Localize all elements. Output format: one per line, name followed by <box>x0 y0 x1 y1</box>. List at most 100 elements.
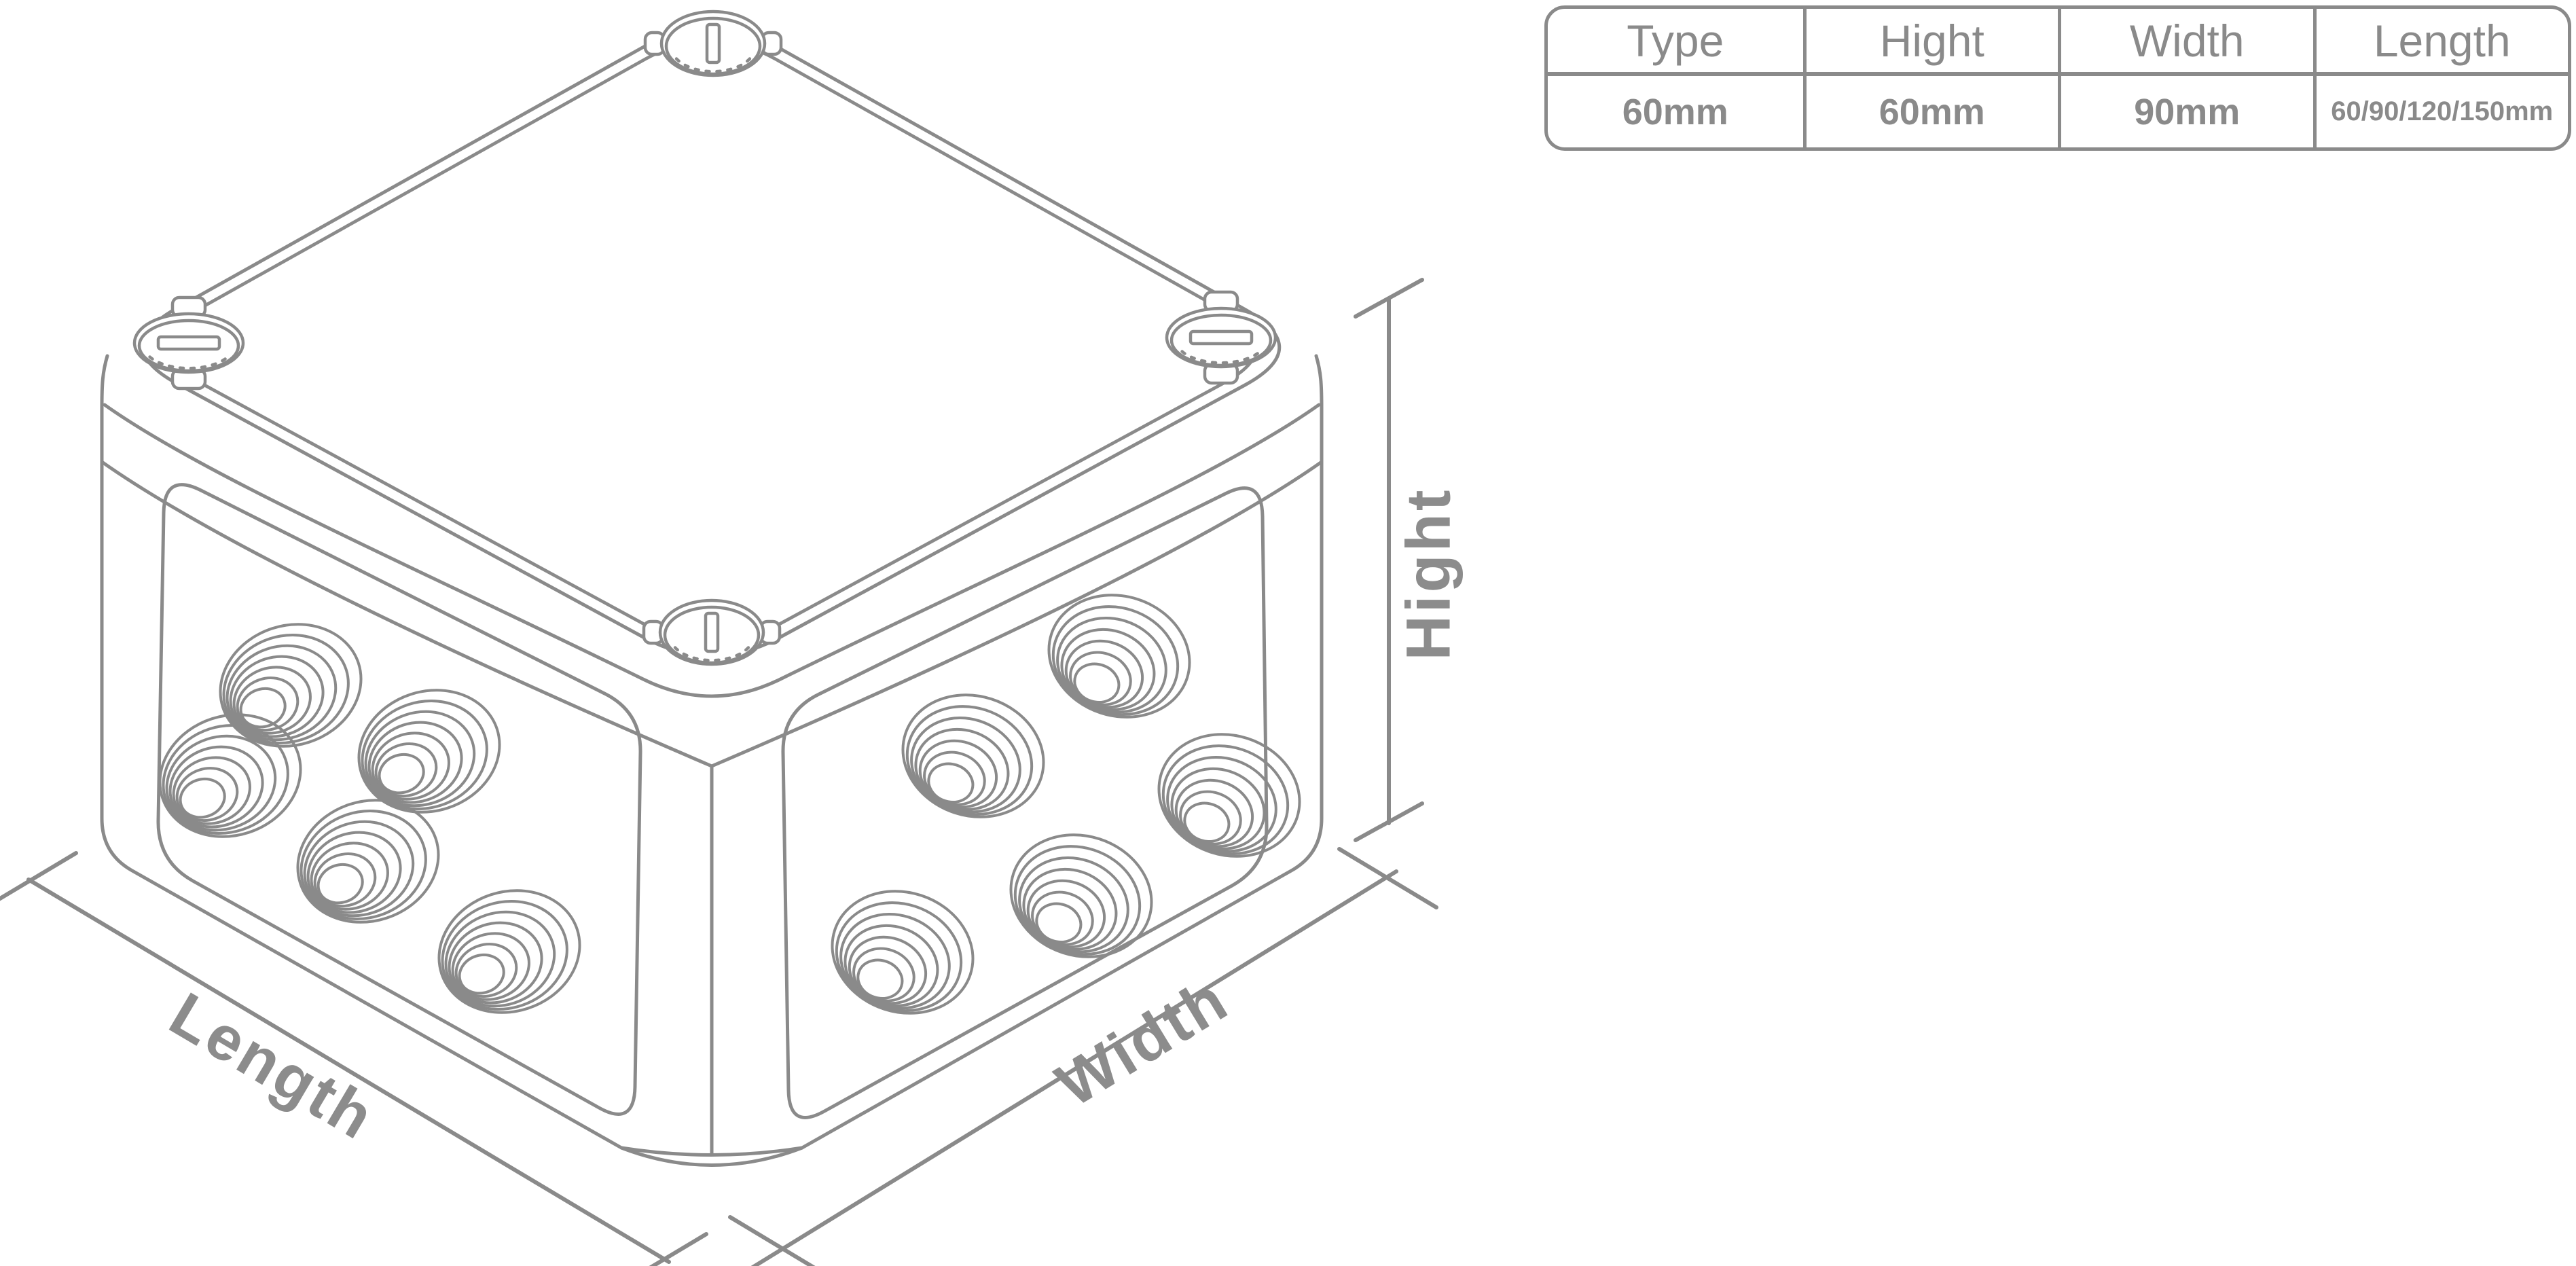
grommet-ring <box>158 713 302 838</box>
grommet-ring <box>1064 639 1144 709</box>
grommet-ring <box>1157 733 1301 858</box>
grommet-ring <box>444 910 556 1008</box>
height-dimension-tick-bottom <box>1354 801 1424 842</box>
grommet-ring <box>162 724 289 835</box>
screw-head-inner <box>663 605 761 665</box>
screw-slot <box>704 611 720 653</box>
screw-head-inner <box>1169 313 1273 367</box>
grommet-ring <box>378 753 425 795</box>
grommet-ring <box>1031 890 1094 946</box>
width-dimension-tick-start <box>728 1215 816 1266</box>
grommet-ring <box>831 890 975 1015</box>
grommet-ring <box>448 921 543 1005</box>
grommet-ring <box>927 762 975 803</box>
grommet-ring <box>848 935 928 1005</box>
grommet-ring <box>1161 744 1290 856</box>
grommet-ring <box>364 710 476 808</box>
length-dimension-tick-end <box>649 1232 708 1266</box>
grommet-ring <box>219 623 363 748</box>
screw-head-outer <box>658 598 765 666</box>
screw-slot <box>1189 329 1254 346</box>
length-dimension-tick-start <box>0 851 78 901</box>
grommet-ring <box>1069 651 1132 706</box>
grommet-ring <box>229 655 325 738</box>
length-label: Length <box>158 979 386 1153</box>
width-label: Width <box>1045 964 1241 1120</box>
screw-slot <box>705 22 721 65</box>
cable-grommet <box>219 623 363 748</box>
cable-grommet <box>296 799 440 924</box>
lid-screws <box>132 10 1277 666</box>
grommet-ring <box>1035 902 1083 943</box>
grommet-ring <box>451 932 530 1001</box>
grommet-ring <box>165 734 277 832</box>
grommet-ring <box>306 831 402 914</box>
cable-grommet <box>831 890 975 1015</box>
grommet-ring <box>1166 756 1277 853</box>
cable-grommet <box>1047 594 1191 719</box>
grommet-ring <box>172 756 251 825</box>
spec-table-header-type: Type <box>1548 9 1803 76</box>
spec-table-header-length: Length <box>2312 9 2568 76</box>
grommet-ring <box>1018 856 1129 954</box>
height-dimension-tick-top <box>1354 278 1424 319</box>
left-face-panel <box>156 483 642 1116</box>
lid-rim-edge <box>103 403 1321 698</box>
grommet-ring <box>316 863 364 905</box>
dimension-lines <box>0 278 1438 1266</box>
grommet-ring <box>300 810 427 921</box>
spec-table: Type Hight Width Length 60mm 60mm 90mm 6… <box>1544 5 2571 151</box>
grommet-ring <box>454 943 518 998</box>
grommet-ring <box>303 820 415 918</box>
spec-table-value-width: 90mm <box>2058 76 2313 147</box>
grommet-ring <box>914 727 1010 811</box>
grommet-ring <box>1183 801 1231 843</box>
grommet-ring <box>310 842 389 911</box>
spec-table-value-type: 60mm <box>1622 91 1728 132</box>
height-dimension <box>1354 278 1424 842</box>
grommet-ring <box>374 742 438 798</box>
grommet-ring <box>441 900 568 1011</box>
box-body <box>100 354 1324 1167</box>
grommet-ring <box>856 958 904 1000</box>
grommet-ring <box>852 947 915 1002</box>
cable-grommet <box>158 713 302 838</box>
grommet-ring <box>835 901 963 1013</box>
height-label: Hight <box>1394 487 1463 660</box>
cable-grommets <box>158 594 1301 1015</box>
grommet-ring <box>222 634 350 745</box>
lid-underside-left-edge <box>100 460 714 768</box>
box-lid <box>100 26 1324 768</box>
grommet-ring <box>179 777 226 819</box>
grommet-ring <box>923 750 986 806</box>
grommet-ring <box>361 700 488 811</box>
length-dimension <box>0 851 708 1266</box>
cable-grommet <box>357 689 501 814</box>
grommet-ring <box>458 953 505 995</box>
cable-grommet <box>1009 833 1153 958</box>
grommet-ring <box>1026 879 1106 949</box>
grommet-ring <box>843 924 939 1007</box>
grommet-ring <box>1047 594 1191 719</box>
grommet-ring <box>839 913 951 1010</box>
grommet-ring <box>168 745 264 829</box>
lid-underside-right-edge <box>710 460 1324 768</box>
grommet-ring <box>371 731 450 801</box>
cable-grommet <box>1157 733 1301 858</box>
grommet-ring <box>367 721 463 804</box>
screw-head-outer <box>659 10 767 77</box>
width-dimension-line <box>750 869 1398 1266</box>
grommet-ring <box>313 852 377 908</box>
grommet-ring <box>1009 833 1153 958</box>
screw-thread-marks <box>148 355 230 370</box>
cable-grommet <box>437 889 581 1014</box>
lid-screw-icon <box>642 598 782 666</box>
spec-table-value-length: 60/90/120/150mm <box>2312 76 2569 147</box>
grommet-ring <box>901 693 1045 818</box>
body-outline <box>100 354 1324 1167</box>
grommet-ring <box>437 889 581 1014</box>
grommet-ring <box>1013 845 1142 956</box>
grommet-ring <box>357 689 501 814</box>
